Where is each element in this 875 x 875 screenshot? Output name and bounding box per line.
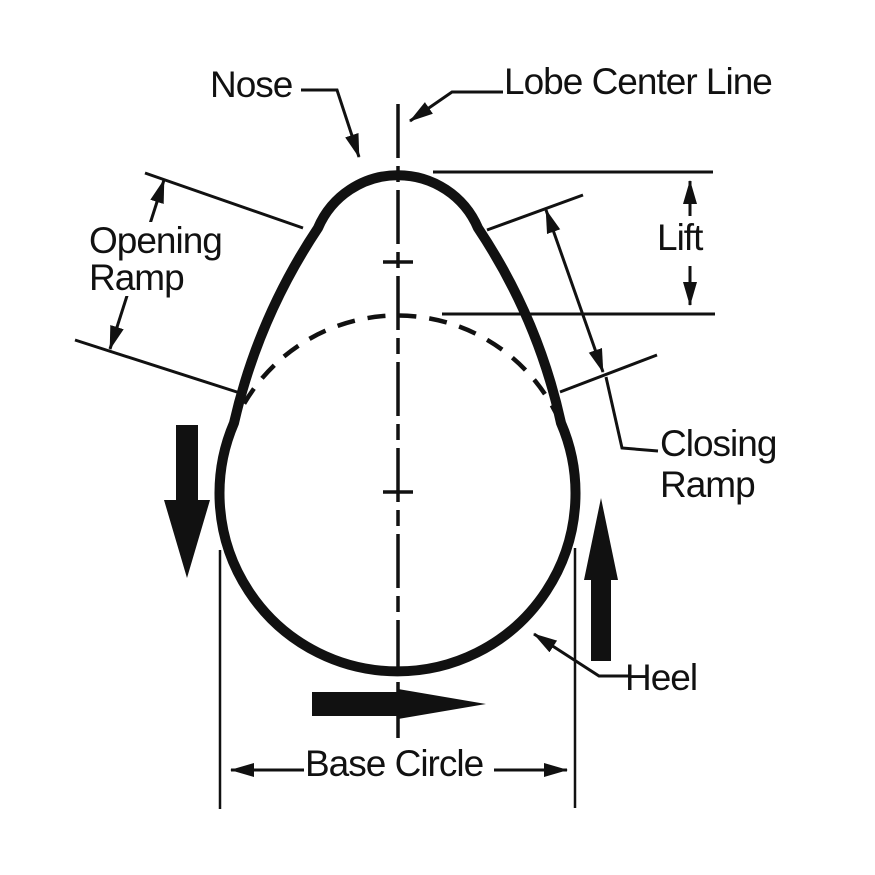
closing-ramp-upper-line: [486, 193, 584, 232]
lobe-center-line-leader: [409, 90, 503, 123]
heel-leader-line: [533, 632, 630, 678]
label-closing-ramp: Closing Ramp: [660, 423, 777, 505]
label-opening-ramp-line2: Ramp: [89, 257, 185, 298]
label-heel: Heel: [625, 657, 698, 698]
rotation-up-arrow-icon: [584, 498, 618, 661]
label-opening-ramp: Opening Ramp: [86, 222, 225, 296]
rotation-down-arrow-icon: [164, 425, 210, 578]
rotation-right-arrow-icon: [312, 689, 486, 719]
label-nose: Nose: [210, 64, 293, 105]
opening-ramp-upper-line: [144, 171, 304, 230]
nose-leader-line: [301, 88, 361, 158]
label-lobe-center-line: Lobe Center Line: [504, 61, 773, 102]
closing-ramp-span-arrow: [544, 209, 605, 373]
center-cross-marks: [383, 260, 413, 494]
label-lift: Lift: [657, 217, 703, 258]
label-base-circle: Base Circle: [305, 743, 484, 784]
opening-ramp-lower-line: [74, 338, 241, 395]
label-opening-ramp-line1: Opening: [89, 220, 223, 261]
closing-ramp-leader-line: [604, 376, 659, 453]
label-closing-ramp-line2: Ramp: [660, 464, 756, 505]
closing-ramp-lower-line: [559, 353, 658, 394]
label-closing-ramp-line1: Closing: [660, 423, 777, 464]
cam-lobe-profile: [214, 170, 581, 677]
